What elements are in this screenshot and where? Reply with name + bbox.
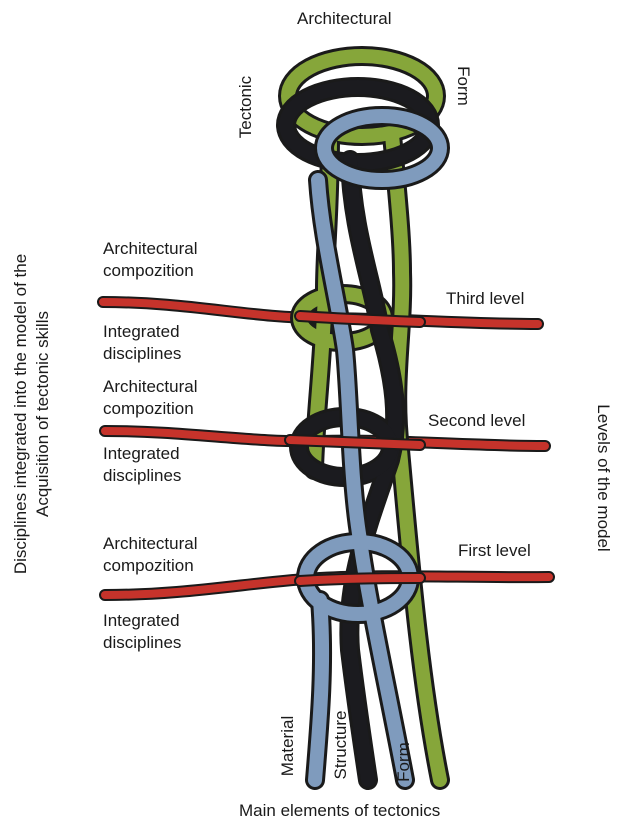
level-3-lower-line-1: Integrated <box>103 321 181 343</box>
level-3-name: Third level <box>446 288 524 310</box>
left-axis-line-2: Acquisition of tectonic skills <box>32 254 54 574</box>
tectonic-label: Tectonic <box>235 76 257 138</box>
left-axis-line-1: Disciplines integrated into the model of… <box>10 254 32 574</box>
strand-material-label: Material <box>277 716 299 776</box>
level-1-upper-label: Architectural compozition <box>103 533 197 577</box>
level-1-lower-line-2: disciplines <box>103 632 181 654</box>
level-2-lower-label: Integrated disciplines <box>103 443 181 487</box>
level-3-upper-line-1: Architectural <box>103 238 197 260</box>
strand-structure-label: Structure <box>330 711 352 780</box>
level-1-lower-line-1: Integrated <box>103 610 181 632</box>
strand-form-label: Form <box>393 742 415 782</box>
level-2-name: Second level <box>428 410 525 432</box>
level-3-upper-line-2: compozition <box>103 260 197 282</box>
level-3-lower-label: Integrated disciplines <box>103 321 181 365</box>
level-2-upper-label: Architectural compozition <box>103 376 197 420</box>
level-1-upper-line-1: Architectural <box>103 533 197 555</box>
level-1-name: First level <box>458 540 531 562</box>
form-top-label: Form <box>452 66 474 106</box>
level-2-lower-line-2: disciplines <box>103 465 181 487</box>
level-3-upper-label: Architectural compozition <box>103 238 197 282</box>
red-over-second <box>290 440 420 445</box>
level-2-upper-line-1: Architectural <box>103 376 197 398</box>
red-over-third <box>300 316 420 322</box>
level-3-lower-line-2: disciplines <box>103 343 181 365</box>
level-1-lower-label: Integrated disciplines <box>103 610 181 654</box>
level-1-upper-line-2: compozition <box>103 555 197 577</box>
left-axis-label: Disciplines integrated into the model of… <box>10 254 54 574</box>
diagram-caption: Main elements of tectonics <box>239 800 440 822</box>
level-2-upper-line-2: compozition <box>103 398 197 420</box>
diagram-title: Architectural <box>297 8 391 30</box>
level-2-lower-line-1: Integrated <box>103 443 181 465</box>
red-over-first <box>300 578 420 581</box>
right-axis-label: Levels of the model <box>592 404 614 551</box>
